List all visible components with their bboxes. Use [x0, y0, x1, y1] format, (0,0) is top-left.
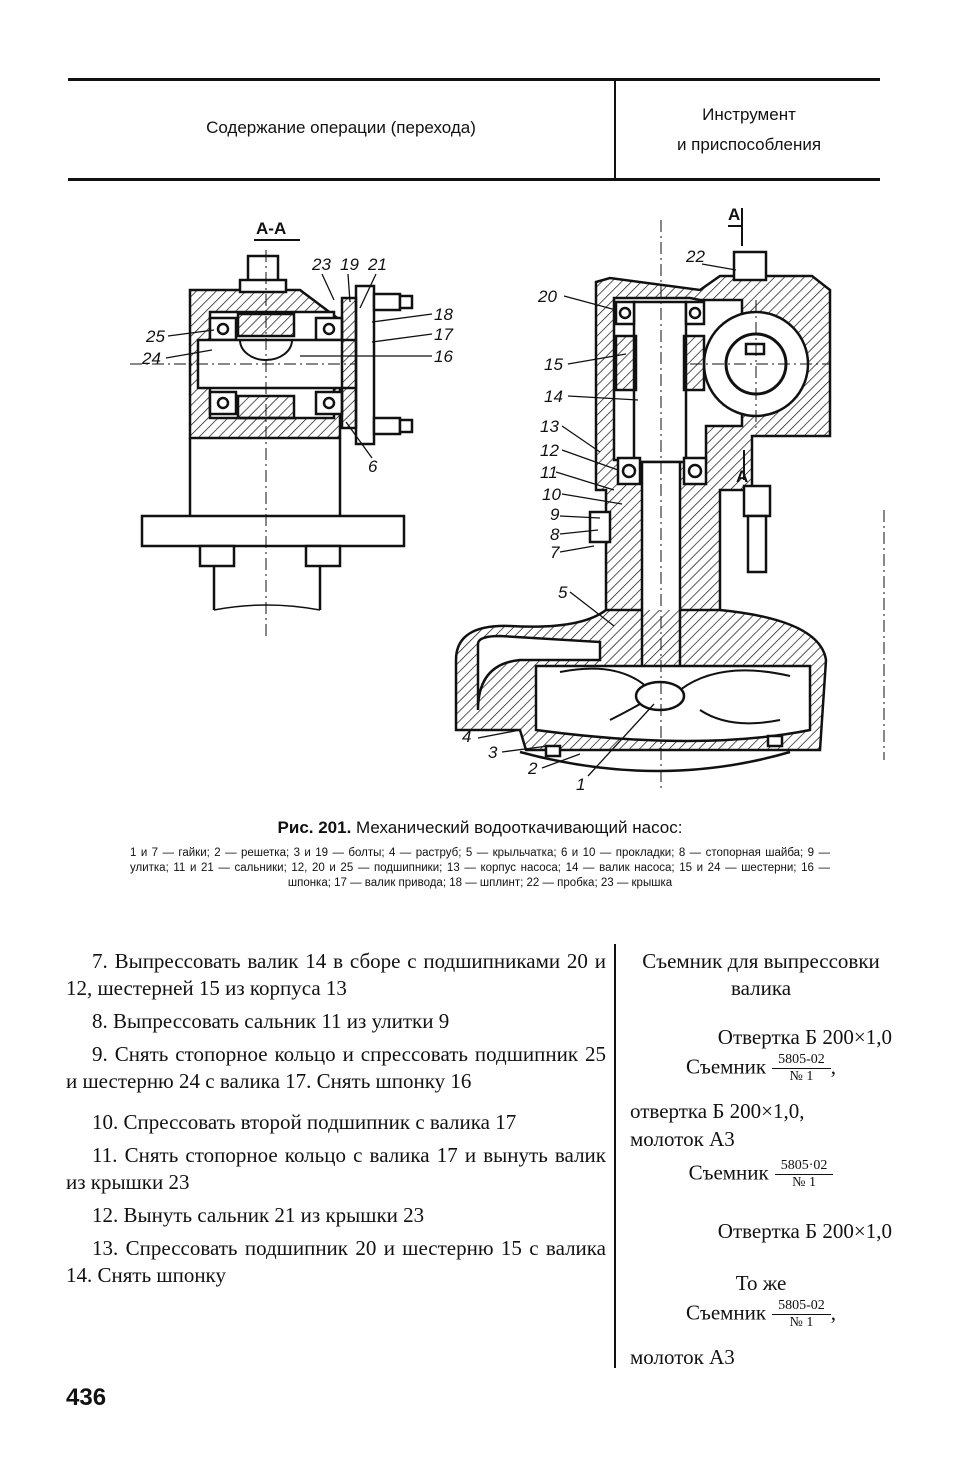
column-header-tools: Инструмент и приспособления — [618, 100, 880, 160]
tool-row-9-den: № 1 — [789, 1069, 814, 1084]
tool-row-10-den: № 1 — [792, 1175, 816, 1190]
tool-row-10-num: 5805·02 — [774, 1158, 834, 1175]
column-header-tools-line2: и приспособления — [676, 135, 822, 154]
main-section-view — [454, 220, 885, 790]
label-25: 25 — [145, 327, 165, 346]
label-21: 21 — [367, 255, 387, 274]
operation-12: 12. Вынуть сальник 21 из крышки 23 — [92, 1203, 425, 1227]
operation-9: 9. Снять стопорное кольцо и спрессовать … — [66, 1042, 606, 1093]
tool-row-13-tail: , — [830, 1300, 837, 1325]
tool-row-9-num: 5805-02 — [772, 1052, 831, 1069]
pump-drawing: А-А 23 19 21 18 17 16 25 24 6 — [130, 205, 885, 794]
tool-row-11: Отвертка Б 200×1,0 — [717, 1219, 892, 1243]
label-16: 16 — [434, 347, 453, 366]
label-18: 18 — [434, 305, 453, 324]
label-8: 8 — [550, 525, 560, 544]
cut-markers — [728, 208, 745, 480]
label-22: 22 — [685, 247, 705, 266]
tool-row-13-extra: молоток А3 — [630, 1345, 735, 1369]
figure-caption: Рис. 201. Механический водооткачивающий … — [130, 818, 830, 838]
label-20: 20 — [537, 287, 557, 306]
header-top-rule — [68, 78, 880, 81]
label-17: 17 — [434, 325, 453, 344]
operation-10: 10. Спрессовать второй подшипник с валик… — [92, 1110, 517, 1134]
tool-row-9-extra-2: молоток А3 — [630, 1127, 735, 1151]
tool-row-13-name: Съемник — [685, 1300, 767, 1325]
tool-row-9-tail: , — [830, 1054, 837, 1079]
section-label: А-А — [256, 219, 286, 238]
label-2: 2 — [527, 759, 538, 778]
tool-row-9-name: Съемник — [685, 1054, 767, 1079]
cut-label-bottom: А — [736, 467, 748, 486]
label-23: 23 — [311, 255, 331, 274]
figure-caption-title: Механический водооткачивающий насос: — [356, 818, 683, 837]
tool-row-13-den: № 1 — [789, 1315, 814, 1330]
label-12: 12 — [540, 441, 559, 460]
tool-row-12: То же — [735, 1271, 787, 1295]
label-15: 15 — [544, 355, 563, 374]
tool-row-8: Отвертка Б 200×1,0 — [717, 1025, 892, 1049]
label-4: 4 — [462, 727, 471, 746]
column-header-operation: Содержание операции (перехода) — [206, 118, 476, 137]
leader-lines-left — [165, 273, 433, 459]
operations-column: 7. Выпрессовать валик 14 в сборе с подши… — [66, 948, 606, 1295]
label-19: 19 — [340, 255, 359, 274]
leader-lines-right — [477, 263, 737, 777]
label-5: 5 — [558, 583, 568, 602]
cut-label-top: А — [728, 205, 740, 224]
tool-row-10-name: Съемник — [688, 1160, 769, 1185]
figure-legend: 1 и 7 — гайки; 2 — решетка; 3 и 19 — бол… — [130, 847, 830, 889]
header-bottom-rule — [68, 178, 880, 181]
operation-11: 11. Снять стопорное кольцо с валика 17 и… — [66, 1143, 606, 1194]
label-3: 3 — [488, 743, 498, 762]
page-number: 436 — [66, 1384, 107, 1411]
body-column-divider — [614, 944, 616, 1368]
label-24: 24 — [141, 349, 161, 368]
operation-8: 8. Выпрессовать сальник 11 из улитки 9 — [92, 1009, 450, 1033]
tool-row-13-num: 5805-02 — [772, 1298, 831, 1315]
label-1: 1 — [576, 775, 585, 794]
header-column-divider — [614, 80, 616, 178]
label-11: 11 — [540, 463, 558, 482]
label-13: 13 — [540, 417, 559, 436]
operation-7: 7. Выпрессовать валик 14 в сборе с подши… — [66, 949, 606, 1000]
label-9: 9 — [550, 505, 560, 524]
tool-row-7: Съемник для выпрессовки валика — [642, 949, 880, 1000]
operation-13: 13. Спрессовать подшипник 20 и шестерню … — [66, 1236, 606, 1287]
figure-caption-prefix: Рис. 201. — [277, 818, 352, 837]
column-header-tools-line1: Инструмент — [702, 105, 796, 124]
label-14: 14 — [544, 387, 563, 406]
label-10: 10 — [542, 485, 561, 504]
label-7: 7 — [550, 543, 560, 562]
label-6: 6 — [368, 457, 378, 476]
tool-row-9-extra-1: отвертка Б 200×1,0, — [630, 1099, 805, 1123]
section-a-a-view — [130, 250, 414, 636]
